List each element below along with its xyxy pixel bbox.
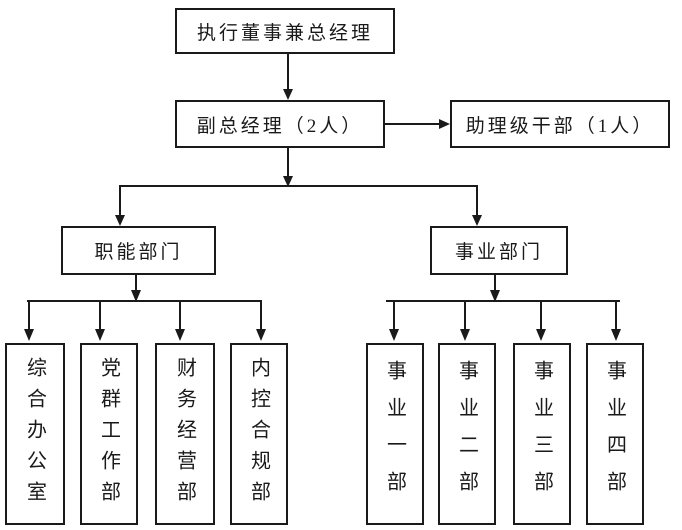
node-assistant-cadre: 助理级干部（1人） [450, 100, 670, 148]
arrow-to-functional-dept-1 [24, 301, 34, 341]
node-finance-operations-dept: 财务经营部 [155, 343, 215, 525]
node-deputy-gm: 副总经理（2人） [175, 100, 385, 148]
arrow-business-to-line [490, 275, 500, 302]
arrow-root-to-deputy [283, 54, 293, 100]
node-party-mass-work-dept: 党群工作部 [80, 343, 138, 525]
arrow-to-business-dept-4 [611, 301, 621, 341]
node-executive-director-gm-label: 执行董事兼总经理 [196, 22, 373, 44]
node-internal-control-compliance-dept: 内控合规部 [230, 343, 288, 525]
node-business-dept-2-label: 事业二部 [455, 360, 478, 508]
arrow-to-business-dept-1 [389, 301, 399, 341]
arrow-to-business [472, 186, 482, 226]
node-internal-control-compliance-dept-label: 内控合规部 [247, 356, 270, 512]
node-general-affairs-office-label: 综合办公室 [23, 356, 46, 512]
node-finance-operations-dept-label: 财务经营部 [173, 356, 196, 512]
arrow-to-functional-dept-2 [95, 301, 105, 341]
node-executive-director-gm: 执行董事兼总经理 [175, 8, 395, 54]
node-business-dept-3-label: 事业三部 [530, 360, 553, 508]
node-assistant-cadre-label: 助理级干部（1人） [465, 115, 655, 137]
node-business-departments-label: 事业部门 [454, 242, 543, 263]
node-business-departments: 事业部门 [430, 226, 568, 275]
node-general-affairs-office: 综合办公室 [5, 343, 65, 525]
node-business-dept-2: 事业二部 [438, 343, 496, 525]
node-business-dept-4-label: 事业四部 [603, 360, 626, 508]
node-functional-departments-label: 职能部门 [94, 242, 183, 263]
node-party-mass-work-dept-label: 党群工作部 [97, 356, 120, 512]
arrow-deputy-to-assistant [385, 119, 450, 129]
arrow-functional-to-line [131, 275, 141, 302]
arrow-to-functional [115, 186, 125, 226]
node-business-dept-3: 事业三部 [513, 343, 571, 525]
node-business-dept-4: 事业四部 [586, 343, 644, 525]
arrow-to-business-dept-2 [460, 301, 470, 341]
arrow-to-functional-dept-3 [175, 301, 185, 341]
node-business-dept-1-label: 事业一部 [383, 360, 406, 508]
node-deputy-gm-label: 副总经理（2人） [196, 115, 364, 137]
arrow-to-functional-dept-4 [256, 301, 266, 341]
node-functional-departments: 职能部门 [61, 226, 216, 275]
arrow-deputy-to-branch-line [283, 148, 293, 187]
arrow-to-business-dept-3 [536, 301, 546, 341]
node-business-dept-1: 事业一部 [366, 343, 424, 525]
